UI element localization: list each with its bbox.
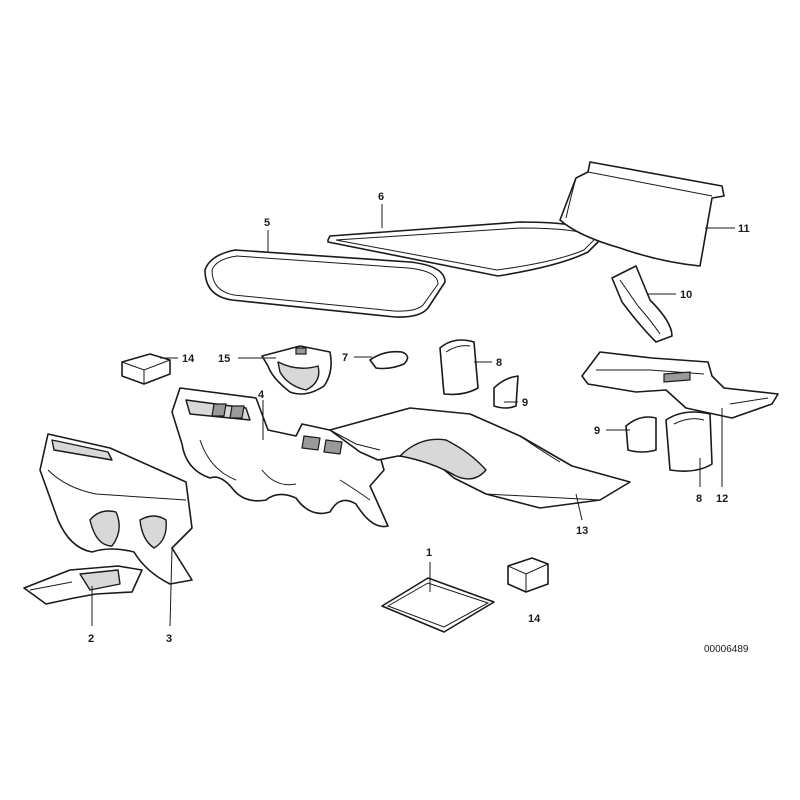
callout-8-lower: 8 (696, 493, 702, 505)
part-8-pad-upper[interactable] (439, 339, 479, 396)
part-3-insulation[interactable] (39, 433, 193, 585)
part-7-pad[interactable] (369, 350, 409, 370)
callout-labels: 5 6 11 10 14 15 7 8 9 4 9 8 12 13 1 14 2… (88, 191, 750, 645)
part-9-pad-upper[interactable] (493, 375, 519, 409)
callout-1: 1 (426, 547, 432, 559)
callout-4: 4 (258, 389, 265, 401)
part-4-insulation[interactable] (171, 387, 389, 528)
callout-7: 7 (342, 352, 348, 364)
callout-6: 6 (378, 191, 384, 203)
part-10-trim[interactable] (611, 265, 673, 343)
part-15-bracket[interactable] (261, 345, 332, 395)
callout-15: 15 (218, 353, 230, 365)
callout-14-lower: 14 (528, 613, 541, 625)
part-2-piece[interactable] (23, 565, 143, 605)
callout-2: 2 (88, 633, 94, 645)
callout-9-lower: 9 (594, 425, 600, 437)
callout-12: 12 (716, 493, 728, 505)
callout-11: 11 (738, 223, 750, 235)
callout-8-upper: 8 (496, 357, 502, 369)
part-6-panel[interactable] (327, 221, 605, 277)
diagram-reference-number: 00006489 (704, 644, 749, 655)
part-13-carpet[interactable] (329, 407, 631, 509)
part-8-pad-lower[interactable] (665, 411, 713, 472)
part-14-block-upper[interactable] (121, 353, 171, 385)
part-9-pad-lower[interactable] (625, 416, 657, 453)
callout-5: 5 (264, 217, 270, 229)
callout-13: 13 (576, 525, 588, 537)
callout-3: 3 (166, 633, 172, 645)
part-1-pad[interactable] (381, 577, 495, 633)
callout-10: 10 (680, 289, 692, 301)
part-14-block-lower[interactable] (507, 557, 549, 593)
part-12-mat[interactable] (581, 351, 779, 419)
part-5-panel[interactable] (204, 249, 446, 318)
callout-14-upper: 14 (182, 353, 195, 365)
leader-lines (91, 204, 735, 627)
part-11-panel[interactable] (559, 161, 725, 267)
callout-9-upper: 9 (522, 397, 528, 409)
